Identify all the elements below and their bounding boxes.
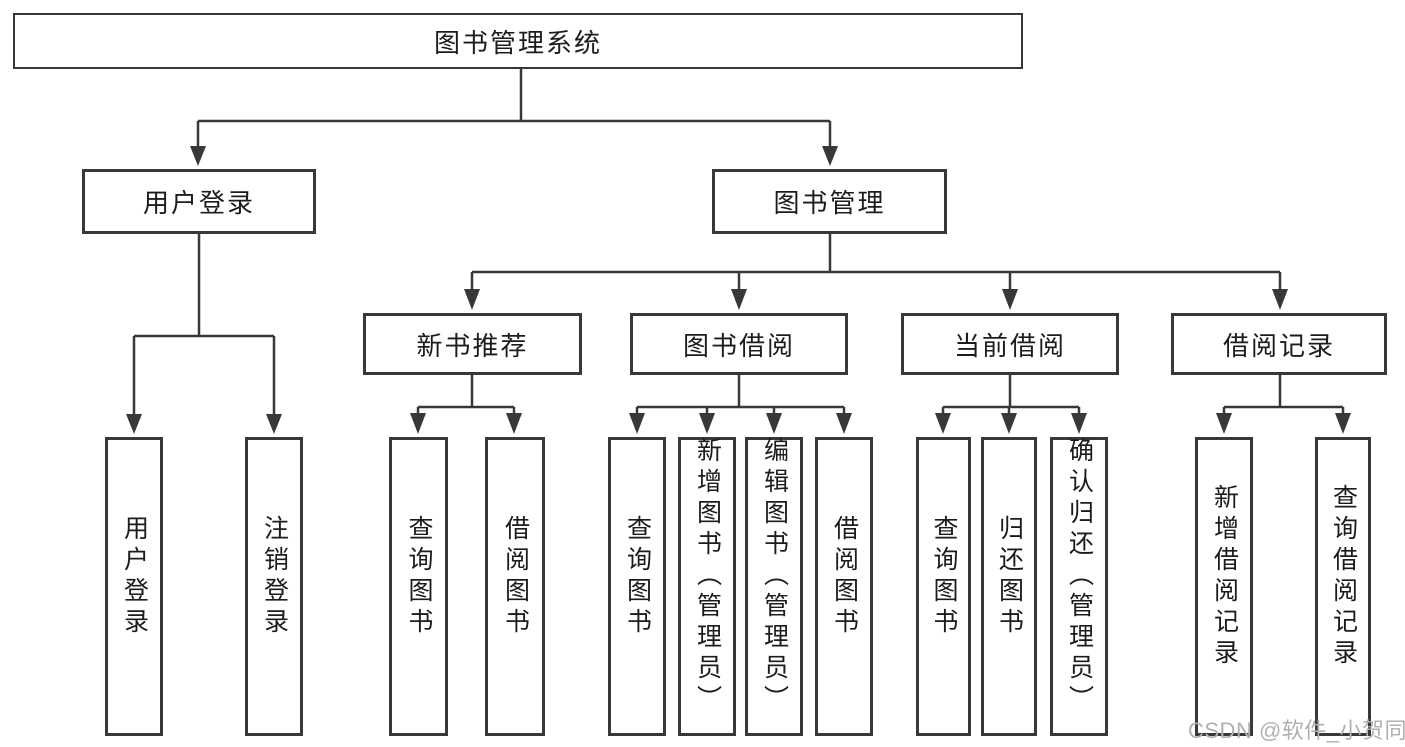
node-leaf-br-query-record-label: 查询借阅记录	[1329, 483, 1358, 670]
node-leaf-bb-add-books-admin-label: 新增图书（管理员）	[693, 437, 722, 716]
node-leaf-br-query-record: 查询借阅记录	[1315, 437, 1371, 736]
node-leaf-cb-query-books: 查询图书	[916, 437, 971, 736]
node-leaf-nbr-borrow-books: 借阅图书	[485, 437, 545, 736]
node-leaf-bb-query-books: 查询图书	[608, 437, 666, 736]
node-book-borrowing: 图书借阅	[630, 313, 848, 375]
connector-user-login-children	[132, 234, 276, 416]
node-book-borrowing-label: 图书借阅	[682, 330, 795, 361]
node-user-login: 用户登录	[82, 169, 316, 234]
connector-current-borrow-children	[941, 375, 1081, 416]
node-new-book-recommendation-label: 新书推荐	[416, 330, 529, 361]
node-leaf-cb-confirm-return-admin-label: 确认归还（管理员）	[1065, 437, 1094, 716]
node-leaf-bb-edit-books-admin-label: 编辑图书（管理员）	[760, 437, 789, 716]
node-user-login-label: 用户登录	[142, 188, 255, 218]
node-leaf-user-login: 用户登录	[105, 437, 163, 736]
node-leaf-nbr-query-books: 查询图书	[389, 437, 448, 736]
node-leaf-bb-add-books-admin: 新增图书（管理员）	[678, 437, 736, 736]
node-root-library-management-system: 图书管理系统	[13, 13, 1023, 69]
node-leaf-cb-query-books-label: 查询图书	[930, 514, 958, 639]
node-borrowing-records: 借阅记录	[1171, 313, 1387, 375]
node-root-label: 图书管理系统	[433, 27, 602, 58]
node-book-management-label: 图书管理	[773, 188, 886, 218]
node-leaf-bb-borrow-books-label: 借阅图书	[830, 514, 859, 639]
node-leaf-nbr-query-books-label: 查询图书	[405, 514, 433, 639]
node-leaf-bb-edit-books-admin: 编辑图书（管理员）	[745, 437, 803, 736]
node-new-book-recommendation: 新书推荐	[363, 313, 582, 375]
node-leaf-br-add-record-label: 新增借阅记录	[1210, 483, 1239, 670]
connector-root-to-level2	[196, 67, 832, 148]
connector-borrow-records-children	[1222, 375, 1345, 416]
csdn-watermark: CSDN @软件_小贺同学	[1188, 718, 1405, 743]
connector-book-mgmt-children	[470, 234, 1282, 291]
node-leaf-cb-confirm-return-admin: 确认归还（管理员）	[1050, 437, 1108, 736]
node-leaf-logout-label: 注销登录	[260, 514, 289, 639]
node-leaf-nbr-borrow-books-label: 借阅图书	[501, 514, 530, 639]
node-leaf-br-add-record: 新增借阅记录	[1195, 437, 1253, 736]
node-current-borrowing: 当前借阅	[901, 313, 1119, 375]
node-leaf-cb-return-books-label: 归还图书	[995, 514, 1024, 639]
connector-new-book-rec-children	[416, 375, 516, 416]
arrowheads	[126, 146, 1351, 434]
node-leaf-logout: 注销登录	[245, 437, 303, 736]
connector-book-borrow-children	[635, 375, 846, 416]
node-borrowing-records-label: 借阅记录	[1222, 330, 1335, 361]
node-leaf-bb-query-books-label: 查询图书	[623, 514, 652, 639]
node-leaf-cb-return-books: 归还图书	[981, 437, 1037, 736]
node-leaf-bb-borrow-books: 借阅图书	[815, 437, 873, 736]
node-current-borrowing-label: 当前借阅	[953, 330, 1066, 361]
node-leaf-user-login-label: 用户登录	[120, 514, 149, 639]
node-book-management: 图书管理	[712, 169, 947, 234]
